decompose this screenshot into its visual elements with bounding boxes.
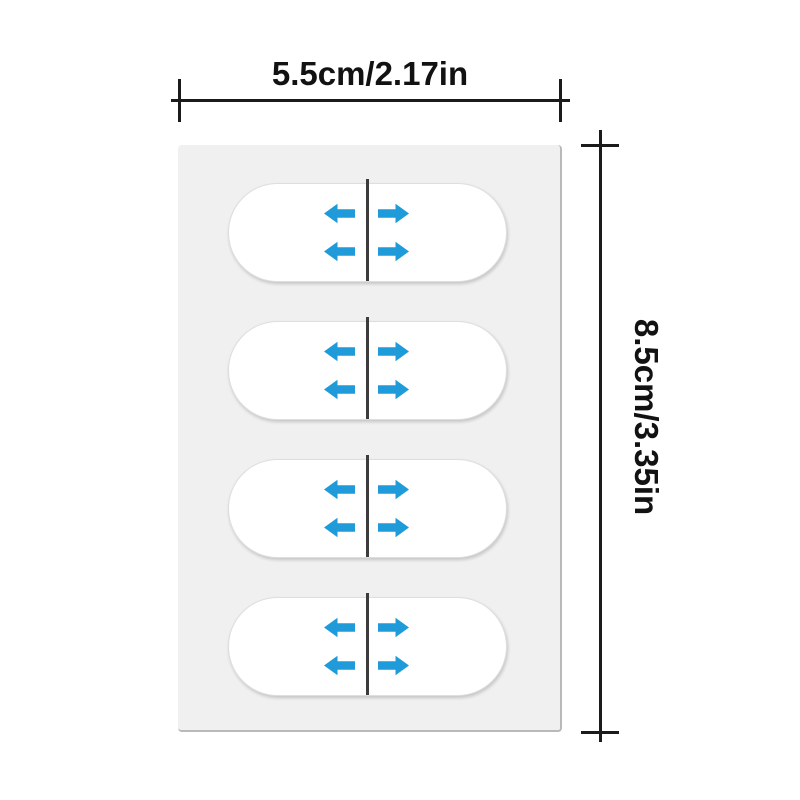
arrow-left-icon bbox=[324, 479, 355, 500]
sticker bbox=[228, 179, 507, 282]
height-dimension-line bbox=[599, 130, 602, 742]
arrow-right-icon bbox=[378, 617, 409, 638]
width-dimension-tick-left bbox=[178, 79, 181, 122]
sticker-divider-line bbox=[366, 455, 369, 557]
sticker-divider-line bbox=[366, 179, 369, 281]
arrow-left-icon bbox=[324, 203, 355, 224]
width-dimension-line bbox=[171, 99, 570, 102]
arrow-left-icon bbox=[324, 341, 355, 362]
arrow-right-icon bbox=[378, 655, 409, 676]
arrow-right-icon bbox=[378, 379, 409, 400]
arrow-left-icon bbox=[324, 517, 355, 538]
arrow-left-icon bbox=[324, 241, 355, 262]
sticker bbox=[228, 455, 507, 558]
height-dimension-label: 8.5cm/3.35in bbox=[628, 318, 665, 516]
arrow-right-icon bbox=[378, 203, 409, 224]
height-dimension-tick-bottom bbox=[581, 731, 619, 734]
arrow-right-icon bbox=[378, 241, 409, 262]
width-dimension-label: 5.5cm/2.17in bbox=[271, 55, 469, 92]
arrow-right-icon bbox=[378, 479, 409, 500]
arrow-left-icon bbox=[324, 379, 355, 400]
sticker bbox=[228, 317, 507, 420]
arrow-right-icon bbox=[378, 517, 409, 538]
sticker-sheet bbox=[178, 145, 562, 732]
arrow-left-icon bbox=[324, 655, 355, 676]
width-dimension-tick-right bbox=[559, 79, 562, 122]
sticker bbox=[228, 593, 507, 696]
arrow-right-icon bbox=[378, 341, 409, 362]
height-dimension-tick-top bbox=[581, 144, 619, 147]
arrow-left-icon bbox=[324, 617, 355, 638]
sticker-divider-line bbox=[366, 317, 369, 419]
sticker-divider-line bbox=[366, 593, 369, 695]
